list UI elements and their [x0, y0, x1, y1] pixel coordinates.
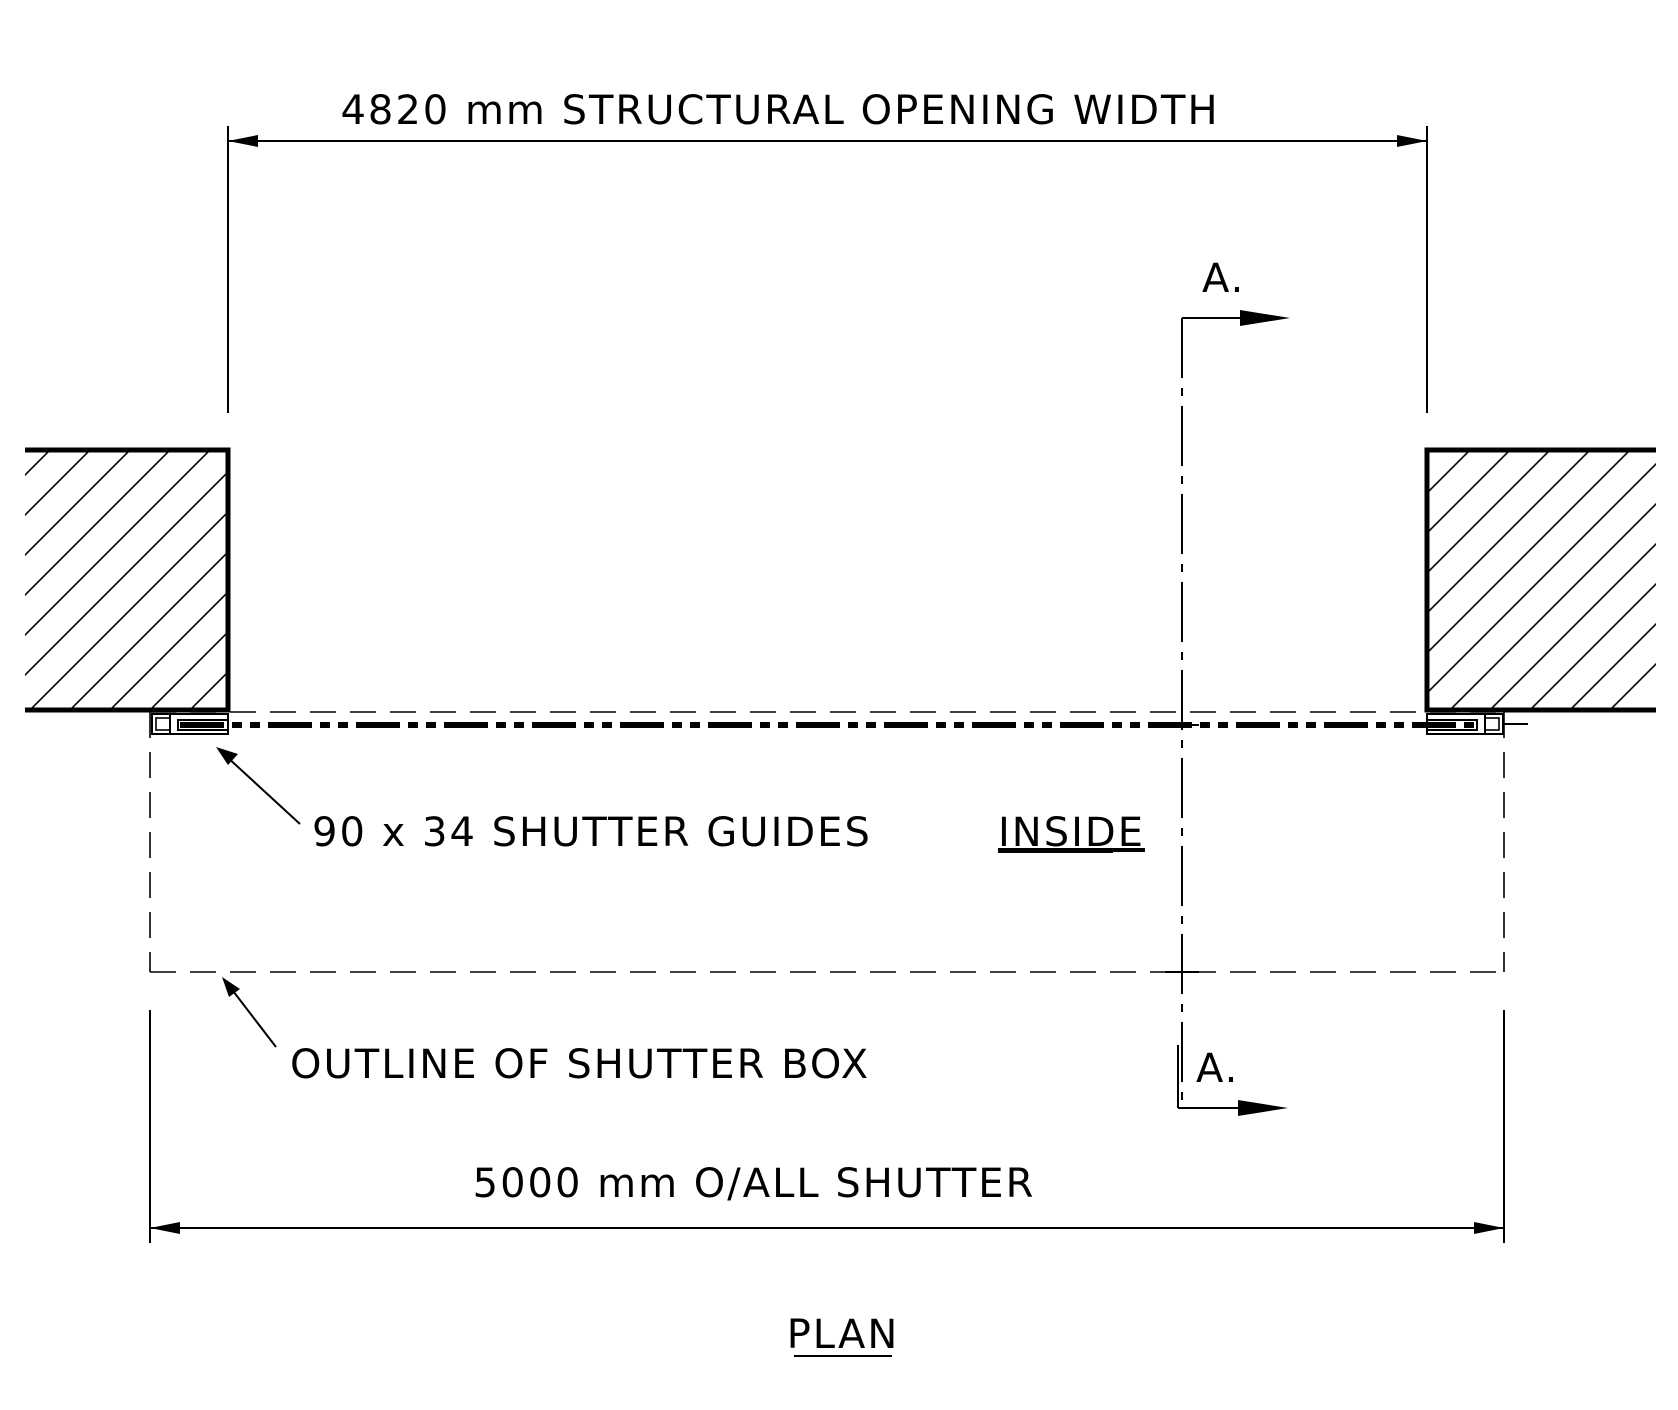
- view-title: PLAN: [787, 1312, 900, 1358]
- shutter-guides-label: 90 x 34 SHUTTER GUIDES: [312, 810, 872, 856]
- overall-shutter-label: 5000 mm O/ALL SHUTTER: [473, 1161, 1036, 1207]
- shutter-guides-leader: 90 x 34 SHUTTER GUIDES: [216, 747, 872, 856]
- arrowhead-right-bottom: [1474, 1222, 1504, 1234]
- right-wall-hatching: [1426, 450, 1656, 710]
- overall-shutter-dimension: 5000 mm O/ALL SHUTTER: [149, 1010, 1505, 1243]
- shutter-box-label: OUTLINE OF SHUTTER BOX: [290, 1042, 870, 1088]
- opening-width-dimension: 4820 mm STRUCTURAL OPENING WIDTH: [227, 88, 1428, 413]
- section-arrow-bottom: [1238, 1100, 1288, 1116]
- section-marker-bottom-label: A.: [1196, 1046, 1239, 1092]
- right-shutter-guide: [1426, 713, 1528, 735]
- left-wall-hatching: [25, 450, 228, 710]
- section-arrow-top: [1240, 310, 1290, 326]
- section-line-a: A. A.: [1165, 256, 1290, 1116]
- shutter-box-outline: [149, 711, 1505, 973]
- left-wall: [25, 447, 231, 713]
- arrowhead-left-bottom: [150, 1222, 180, 1234]
- arrowhead-left: [228, 135, 258, 147]
- inside-label: INSIDE: [998, 810, 1145, 856]
- shutter-box-leader: OUTLINE OF SHUTTER BOX: [222, 977, 870, 1088]
- arrowhead-right: [1397, 135, 1427, 147]
- opening-width-label: 4820 mm STRUCTURAL OPENING WIDTH: [340, 88, 1219, 134]
- right-wall: [1424, 447, 1656, 713]
- section-marker-top-label: A.: [1202, 256, 1245, 302]
